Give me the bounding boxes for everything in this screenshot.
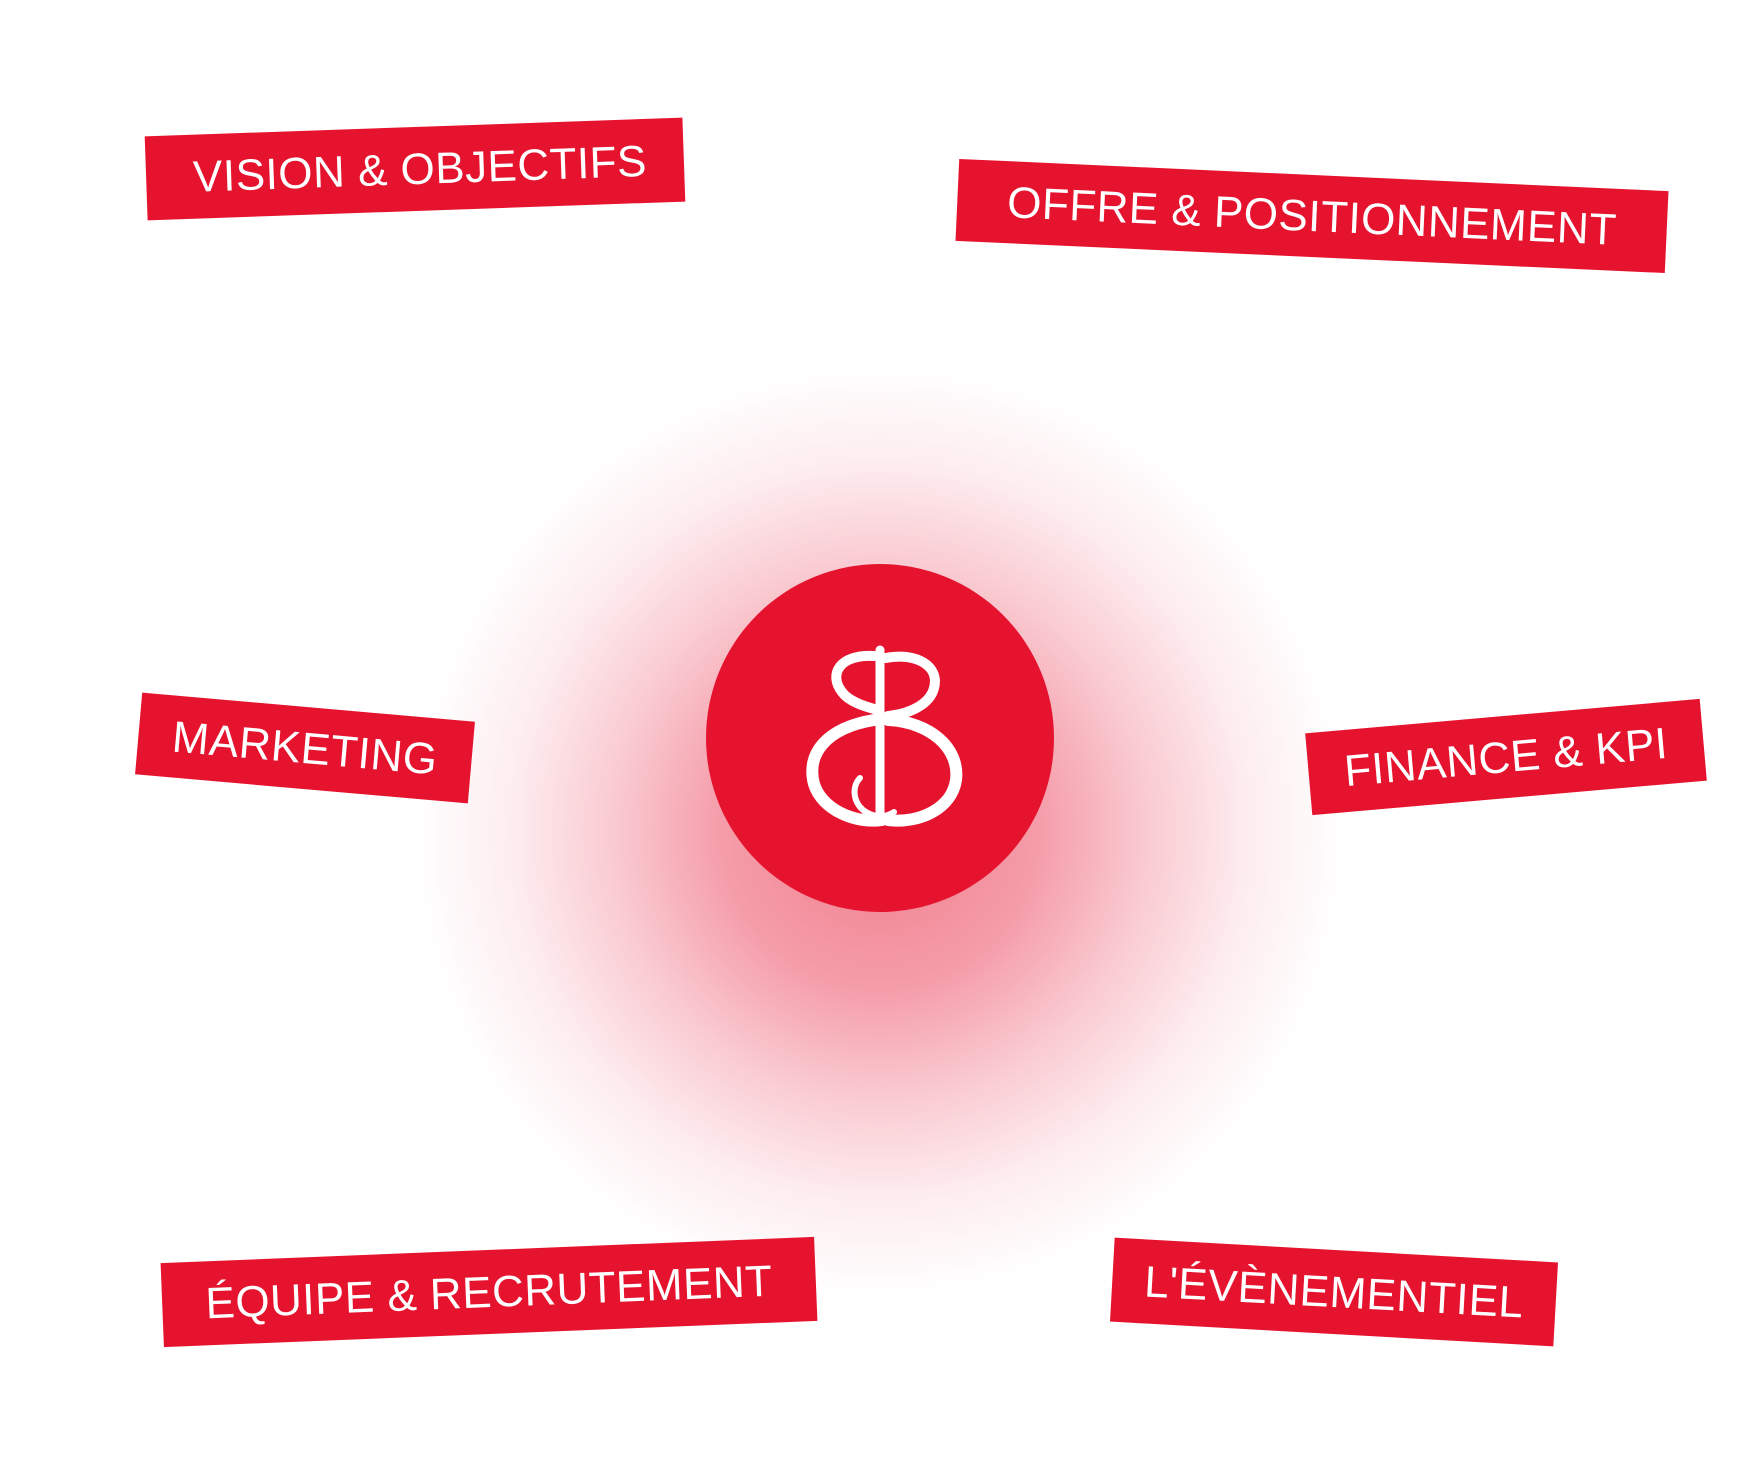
node-label: VISION & OBJECTIFS — [192, 136, 648, 202]
node-offre-positionnement: OFFRE & POSITIONNEMENT — [955, 158, 1669, 274]
node-label: L'ÉVÈNEMENTIEL — [1143, 1257, 1525, 1328]
node-marketing: MARKETING — [135, 692, 475, 804]
node-label: MARKETING — [170, 712, 440, 785]
node-equipe-recrutement: ÉQUIPE & RECRUTEMENT — [160, 1236, 818, 1348]
node-finance-kpi: FINANCE & KPI — [1305, 698, 1707, 816]
monogram-logo-icon — [806, 645, 963, 827]
node-label: FINANCE & KPI — [1342, 718, 1670, 797]
central-hub — [706, 564, 1054, 912]
node-evenementiel: L'ÉVÈNEMENTIEL — [1110, 1237, 1558, 1347]
node-label: ÉQUIPE & RECRUTEMENT — [204, 1256, 774, 1329]
node-label: OFFRE & POSITIONNEMENT — [1006, 178, 1618, 255]
node-vision-objectifs: VISION & OBJECTIFS — [144, 117, 686, 221]
